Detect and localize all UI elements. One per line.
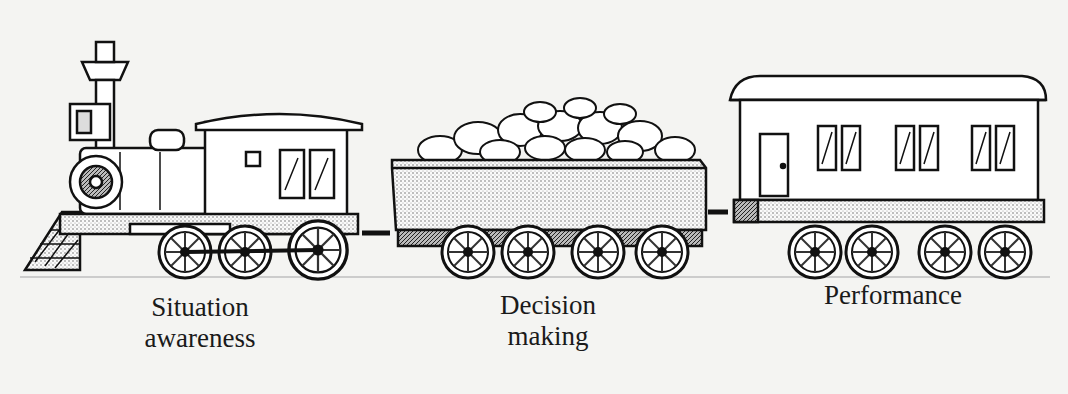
- car-label: Situation awareness: [120, 292, 280, 354]
- locomotive-car: Situation awareness: [25, 40, 362, 352]
- rock-car: Decision making: [390, 105, 708, 340]
- rock-car-drawing: [392, 98, 706, 246]
- car-label: Performance: [788, 280, 998, 311]
- passenger-car-drawing: [730, 76, 1046, 222]
- coupling-link: [708, 212, 728, 213]
- passenger-car: Performance: [728, 72, 1048, 317]
- coupling-link: [362, 233, 390, 234]
- car-label: Decision making: [468, 290, 628, 352]
